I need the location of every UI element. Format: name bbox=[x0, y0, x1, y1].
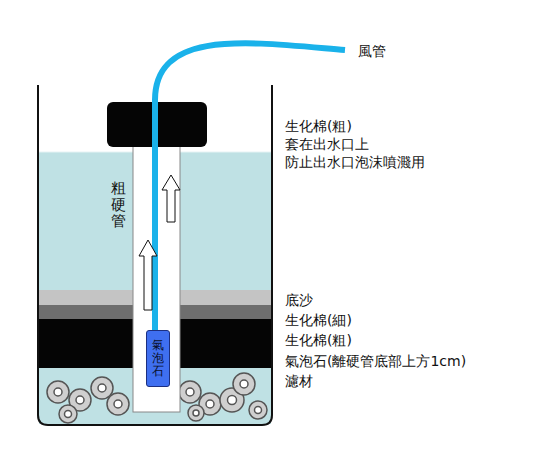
label: 套在出水口上 bbox=[285, 135, 369, 153]
air-hose bbox=[155, 43, 345, 330]
node-text: 氣泡石 bbox=[152, 339, 164, 379]
label: 防止出水口泡沫噴濺用 bbox=[285, 153, 425, 171]
container-outline bbox=[38, 85, 272, 425]
flow-arrow bbox=[139, 240, 157, 310]
label: 生化棉(粗) bbox=[285, 331, 352, 349]
label: 濾材 bbox=[285, 372, 313, 390]
label: 底沙 bbox=[285, 291, 313, 309]
label: 生化棉(粗) bbox=[285, 117, 352, 135]
airstone-box: 氣泡石 bbox=[146, 330, 170, 387]
label: 氣泡石(離硬管底部上方1cm) bbox=[285, 352, 466, 370]
label: 風管 bbox=[358, 42, 386, 60]
vertical-label: 粗硬管 bbox=[111, 180, 126, 230]
flow-arrow bbox=[162, 175, 180, 222]
label: 生化棉(細) bbox=[285, 311, 352, 329]
